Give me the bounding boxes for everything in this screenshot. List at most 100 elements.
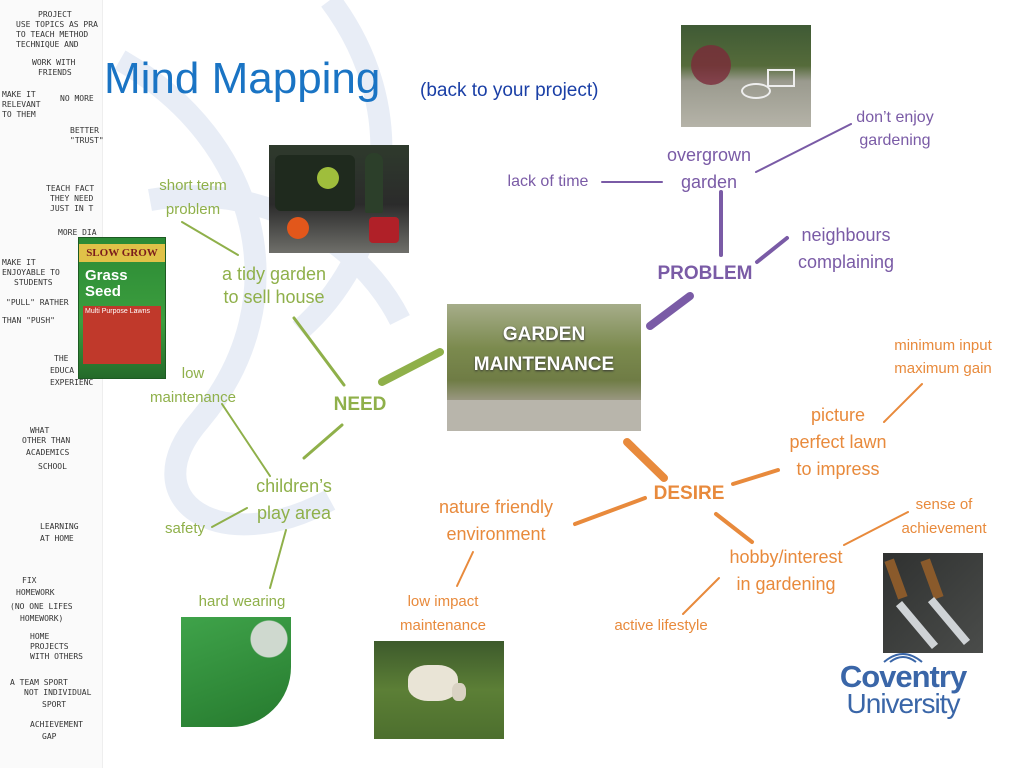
dont-enjoy-line1: don’t enjoy <box>856 109 934 126</box>
short-term-node: short term problem <box>138 174 248 222</box>
doodle-note: HOMEWORK) <box>20 614 64 623</box>
branch-center-problem <box>646 292 694 330</box>
doodle-note: BETTER <box>70 126 99 135</box>
shear-handle <box>920 558 944 600</box>
logo-text-line1: Coventry <box>839 659 967 694</box>
hard-wearing-node: hard wearing <box>198 593 286 610</box>
doodle-note: MORE DIA <box>58 228 97 237</box>
seed-box-product-line2: Seed <box>85 283 121 300</box>
doodle-note: ACADEMICS <box>26 448 70 457</box>
minimum-input-node: minimum input maximum gain <box>872 334 1014 380</box>
children-play-line2: play area <box>256 503 332 523</box>
shrub-shape <box>691 45 731 85</box>
seed-box-subtitle: Multi Purpose Lawns <box>85 308 150 315</box>
center-topic: GARDEN MAINTENANCE <box>447 320 641 380</box>
doodle-note: USE TOPICS AS PRA <box>16 20 98 29</box>
branch-need-children <box>302 423 344 460</box>
shears-photo <box>883 553 983 653</box>
neighbours-line2: complaining <box>797 252 895 272</box>
doodle-note: LEARNING <box>40 522 79 531</box>
sheep-shape <box>408 665 458 701</box>
picture-perfect-line3: to impress <box>796 459 880 479</box>
mower-shape <box>369 217 399 243</box>
tidy-garden-node: a tidy garden to sell house <box>200 263 348 308</box>
branch-picture-mininput <box>883 383 923 423</box>
seed-box-label: Multi Purpose Lawns <box>83 306 161 364</box>
nature-friendly-node: nature friendly environment <box>418 494 574 548</box>
garden-path-photo <box>447 304 641 431</box>
seed-box-brand: SLOW GROW <box>79 244 165 262</box>
sense-of-achievement-node: sense of achievement <box>886 493 1002 541</box>
doodle-note: PROJECTS <box>30 642 69 651</box>
hobby-interest-node: hobby/interest in gardening <box>710 544 862 598</box>
sheep-head-shape <box>452 683 466 701</box>
logo-text-line2: University <box>846 688 961 719</box>
low-maintenance-node: low maintenance <box>134 362 252 410</box>
low-impact-line2: maintenance <box>400 617 486 634</box>
dont-enjoy-node: don’t enjoy gardening <box>838 106 952 152</box>
doodle-note: HOMEWORK <box>16 588 55 597</box>
shear-blade <box>895 600 939 650</box>
shear-handle <box>884 558 908 600</box>
pavement-shape <box>447 400 641 431</box>
center-topic-line2: MAINTENANCE <box>473 354 615 375</box>
logo-emblem-icon <box>883 653 923 663</box>
doodle-note: ACHIEVEMENT <box>30 720 83 729</box>
lack-of-time-node: lack of time <box>507 173 589 190</box>
low-maintenance-line1: low <box>181 365 205 382</box>
doodle-note: THE <box>54 354 69 363</box>
doodle-note: OTHER THAN <box>22 436 71 445</box>
patio-garden-photo <box>681 25 811 127</box>
doodle-note: AT HOME <box>40 534 74 543</box>
overgrown-garden-node: overgrown garden <box>648 142 770 196</box>
branch-center-desire <box>623 438 668 482</box>
doodle-note: (NO ONE LIFES <box>10 602 73 611</box>
grass-seed-box: SLOW GROW Grass Seed Multi Purpose Lawns <box>78 237 166 379</box>
doodle-note: MAKE IT <box>2 90 36 99</box>
bench-shape <box>767 69 795 87</box>
seed-box-product: Grass Seed <box>85 268 128 300</box>
doodle-note: EDUCA <box>50 366 75 375</box>
blower-shape <box>287 217 309 239</box>
turf-roll-shape <box>181 617 291 727</box>
neighbours-node: neighbours complaining <box>780 222 912 276</box>
branch-need-tidy <box>292 316 346 387</box>
sheep-grazing-photo <box>374 641 504 739</box>
doodle-note: SPORT <box>42 700 67 709</box>
tidy-garden-line1: a tidy garden <box>221 264 327 284</box>
doodle-note: WITH OTHERS <box>30 652 83 661</box>
logo-circle <box>317 167 339 189</box>
doodle-note: WORK WITH <box>32 58 76 67</box>
doodle-note: PROJECT <box>38 10 72 19</box>
doodle-note: FRIENDS <box>38 68 72 77</box>
doodle-note: "TRUST" <box>70 136 104 145</box>
doodle-note: NOT INDIVIDUAL <box>24 688 92 697</box>
branch-children-hardwearing <box>269 529 287 589</box>
page-title: Mind Mapping <box>104 54 381 103</box>
doodle-note: GAP <box>42 732 57 741</box>
gardener-equipment-photo <box>269 145 409 253</box>
center-topic-line1: GARDEN <box>502 324 586 345</box>
doodle-note: MAKE IT <box>2 258 36 267</box>
person-shape <box>365 153 383 213</box>
dont-enjoy-line2: gardening <box>859 132 931 149</box>
active-lifestyle-node: active lifestyle <box>614 617 708 634</box>
picture-perfect-line2: perfect lawn <box>789 432 887 452</box>
doodle-note: TO TEACH METHOD <box>16 30 89 39</box>
overgrown-line2: garden <box>680 172 738 192</box>
artificial-turf-photo <box>181 617 295 729</box>
short-term-line1: short term <box>159 177 227 194</box>
van-shape <box>275 155 355 211</box>
hobby-interest-line2: in gardening <box>736 574 836 594</box>
minimum-input-line2: maximum gain <box>894 360 992 377</box>
sense-line1: sense of <box>915 496 973 513</box>
low-impact-node: low impact maintenance <box>386 590 500 638</box>
branch-problem-neighbours <box>755 236 789 264</box>
doodle-note: TO THEM <box>2 110 36 119</box>
branch-children-lowmaint <box>221 403 271 477</box>
branch-desire-nature <box>573 496 647 526</box>
doodle-note: RELEVANT <box>2 100 41 109</box>
branch-tidy-shortterm <box>181 221 239 256</box>
picture-perfect-node: picture perfect lawn to impress <box>772 402 904 483</box>
branch-hobby-active <box>682 577 720 615</box>
